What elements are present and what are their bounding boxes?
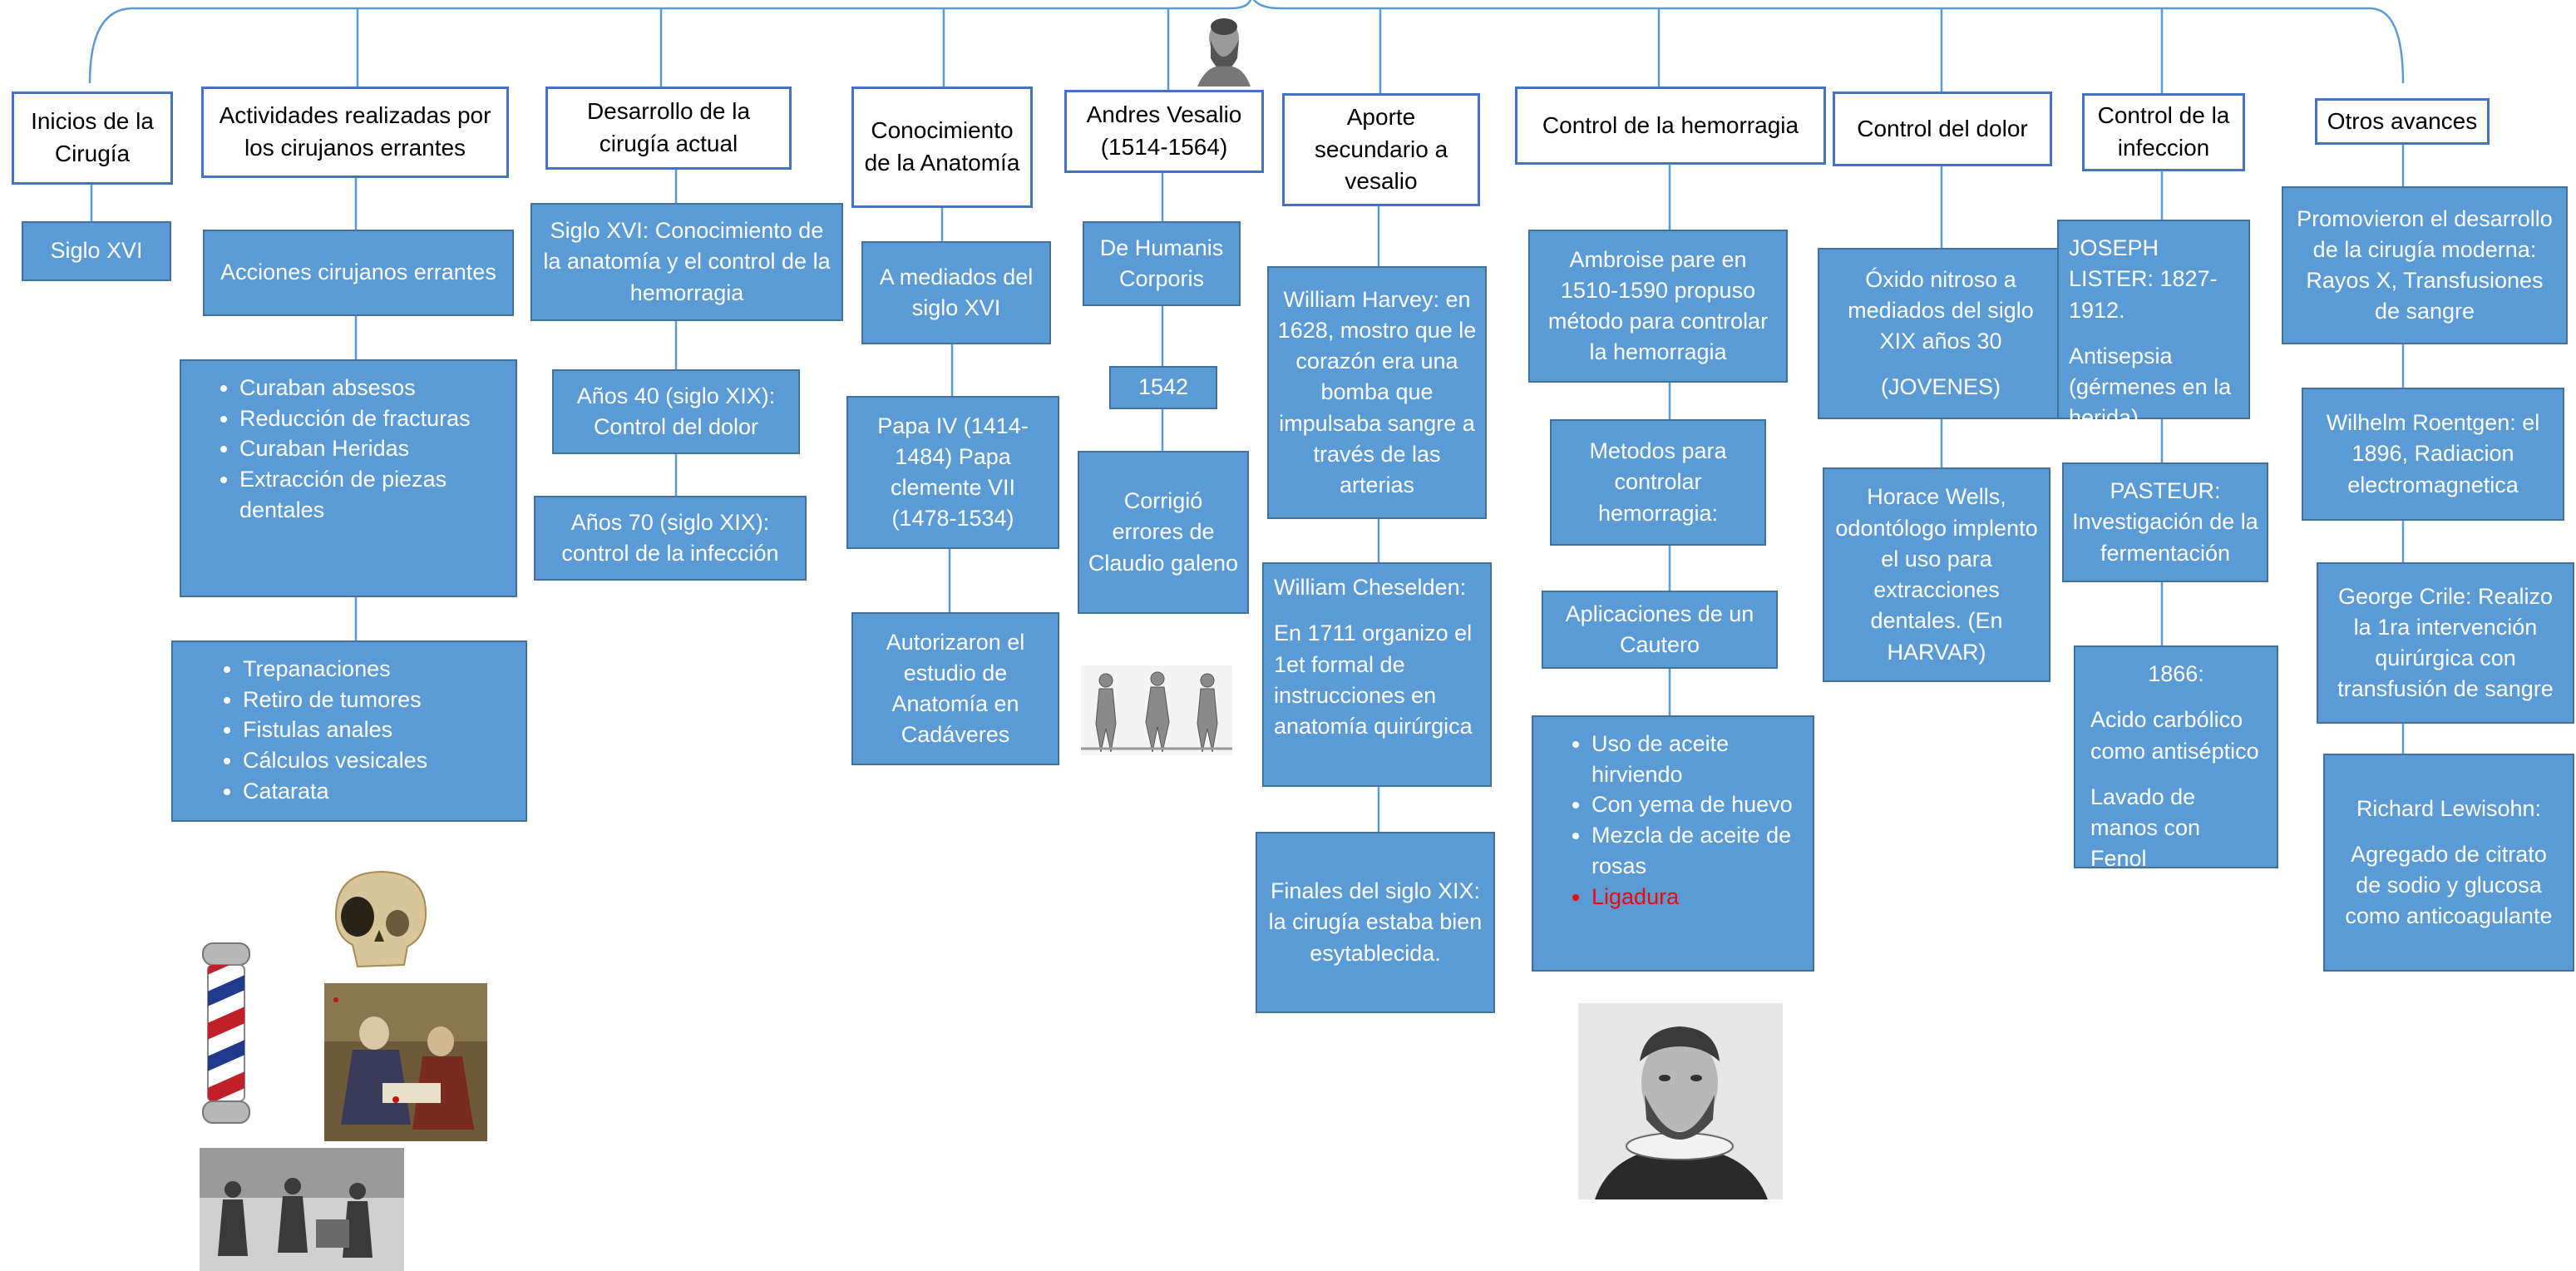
node-1542: 1542	[1109, 366, 1217, 409]
header-conocimiento-anatomia: Conocimiento de la Anatomía	[851, 87, 1033, 208]
header-otros-avances: Otros avances	[2315, 98, 2490, 145]
list-actividades-1: Curaban absesos Reducción de fracturas C…	[180, 359, 517, 597]
lewisohn-title: Richard Lewisohn:	[2356, 795, 2542, 821]
cheselden-title: William Cheselden:	[1274, 575, 1467, 600]
header-actividades-cirujanos: Actividades realizadas por los cirujanos…	[201, 87, 509, 178]
jovenes-text: (JOVENES)	[1880, 374, 2001, 400]
node-acciones-cirujanos: Acciones cirujanos errantes	[203, 230, 514, 316]
node-siglo-xvi-conocimiento: Siglo XVI: Conocimiento de la anatomía y…	[530, 203, 843, 321]
list-item: Catarata	[243, 776, 427, 807]
node-horace-wells: Horace Wells, odontólogo implento el uso…	[1823, 467, 2050, 682]
list-item: Con yema de huevo	[1591, 789, 1799, 820]
header-aporte-vesalio: Aporte secundario a vesalio	[1282, 93, 1480, 206]
acido-carbolico: Acido carbólico como antiséptico	[2090, 707, 2259, 764]
node-oxido-nitroso: Óxido nitroso a mediados del siglo XIX a…	[1818, 248, 2064, 419]
list-item: Trepanaciones	[243, 654, 427, 685]
list-item-ligadura: Ligadura	[1591, 882, 1799, 912]
vesalius-portrait-image	[1191, 15, 1252, 87]
list-item: Cálculos vesicales	[243, 745, 427, 776]
barbershop-scene-image	[200, 1148, 404, 1271]
list-item: Retiro de tumores	[243, 685, 427, 715]
header-andres-vesalio: Andres Vesalio (1514-1564)	[1064, 90, 1264, 173]
list-item: Uso de aceite hirviendo	[1591, 729, 1799, 789]
node-joseph-lister: JOSEPH LISTER: 1827-1912. Antisepsia (gé…	[2057, 220, 2250, 430]
skull-image	[324, 865, 434, 975]
node-1866: 1866: Acido carbólico como antiséptico L…	[2074, 645, 2278, 871]
node-mediados-siglo-xvi: A mediados del siglo XVI	[861, 241, 1051, 344]
list-metodos-hemorragia: Uso de aceite hirviendo Con yema de huev…	[1532, 715, 1814, 972]
node-finales-siglo-xix: Finales del siglo XIX: la cirugía estaba…	[1256, 832, 1495, 1013]
antisepsia-text: Antisepsia (gérmenes en la herida)	[2069, 343, 2232, 431]
header-control-hemorragia: Control de la hemorragia	[1515, 87, 1826, 165]
barber-pole-image	[190, 937, 263, 1130]
surgery-painting-image	[324, 983, 487, 1141]
node-richard-lewisohn: Richard Lewisohn: Agregado de citrato de…	[2323, 754, 2574, 972]
year-1866: 1866:	[2148, 661, 2204, 686]
ambroise-pare-portrait-image	[1578, 1003, 1783, 1199]
anatomy-figures-image	[1081, 665, 1232, 755]
lavado-manos: Lavado de manos con Fenol	[2090, 784, 2201, 872]
node-papa-clemente: Papa IV (1414-1484) Papa clemente VII (1…	[846, 396, 1059, 549]
node-anos-70: Años 70 (siglo XIX): control de la infec…	[534, 496, 807, 581]
list-item: Extracción de piezas dentales	[239, 464, 502, 525]
cheselden-text: En 1711 organizo el 1et formal de instru…	[1274, 621, 1473, 739]
lewisohn-text: Agregado de citrato de sodio y glucosa c…	[2345, 841, 2553, 929]
node-siglo-xvi: Siglo XVI	[22, 221, 171, 281]
node-ambroise-pare: Ambroise pare en 1510-1590 propuso métod…	[1528, 230, 1788, 383]
list-item: Fistulas anales	[243, 715, 427, 745]
list-actividades-2: Trepanaciones Retiro de tumores Fistulas…	[171, 640, 527, 822]
header-desarrollo-cirugia: Desarrollo de la cirugía actual	[545, 87, 792, 170]
node-anos-40: Años 40 (siglo XIX): Control del dolor	[552, 369, 800, 454]
header-control-dolor: Control del dolor	[1833, 91, 2052, 166]
node-george-crile: George Crile: Realizo la 1ra intervenció…	[2317, 562, 2574, 724]
list-item: Curaban absesos	[239, 373, 502, 403]
oxido-nitroso-text: Óxido nitroso a mediados del siglo XIX a…	[1848, 266, 2034, 354]
list-item: Curaban Heridas	[239, 433, 502, 464]
node-pasteur: PASTEUR: Investigación de la fermentació…	[2062, 462, 2268, 582]
lister-text: JOSEPH LISTER: 1827-1912.	[2069, 235, 2218, 323]
node-autorizaron-estudio: Autorizaron el estudio de Anatomía en Ca…	[851, 612, 1059, 765]
node-wilhelm-roentgen: Wilhelm Roentgen: el 1896, Radiacion ele…	[2302, 388, 2564, 521]
list-item: Reducción de fracturas	[239, 403, 502, 434]
node-de-humanis-corporis: De Humanis Corporis	[1083, 221, 1241, 306]
header-control-infeccion: Control de la infeccion	[2082, 93, 2245, 171]
node-metodos-hemorragia: Metodos para controlar hemorragia:	[1550, 419, 1766, 546]
list-item: Mezcla de aceite de rosas	[1591, 820, 1799, 881]
node-william-harvey: William Harvey: en 1628, mostro que le c…	[1267, 266, 1487, 519]
node-corrigio-errores: Corrigió errores de Claudio galeno	[1078, 451, 1249, 614]
node-aplicaciones-cautero: Aplicaciones de un Cautero	[1542, 591, 1778, 669]
node-william-cheselden: William Cheselden: En 1711 organizo el 1…	[1262, 562, 1492, 787]
node-promovieron-desarrollo: Promovieron el desarrollo de la cirugía …	[2282, 186, 2568, 344]
header-inicios-cirugia: Inicios de la Cirugía	[12, 91, 173, 185]
